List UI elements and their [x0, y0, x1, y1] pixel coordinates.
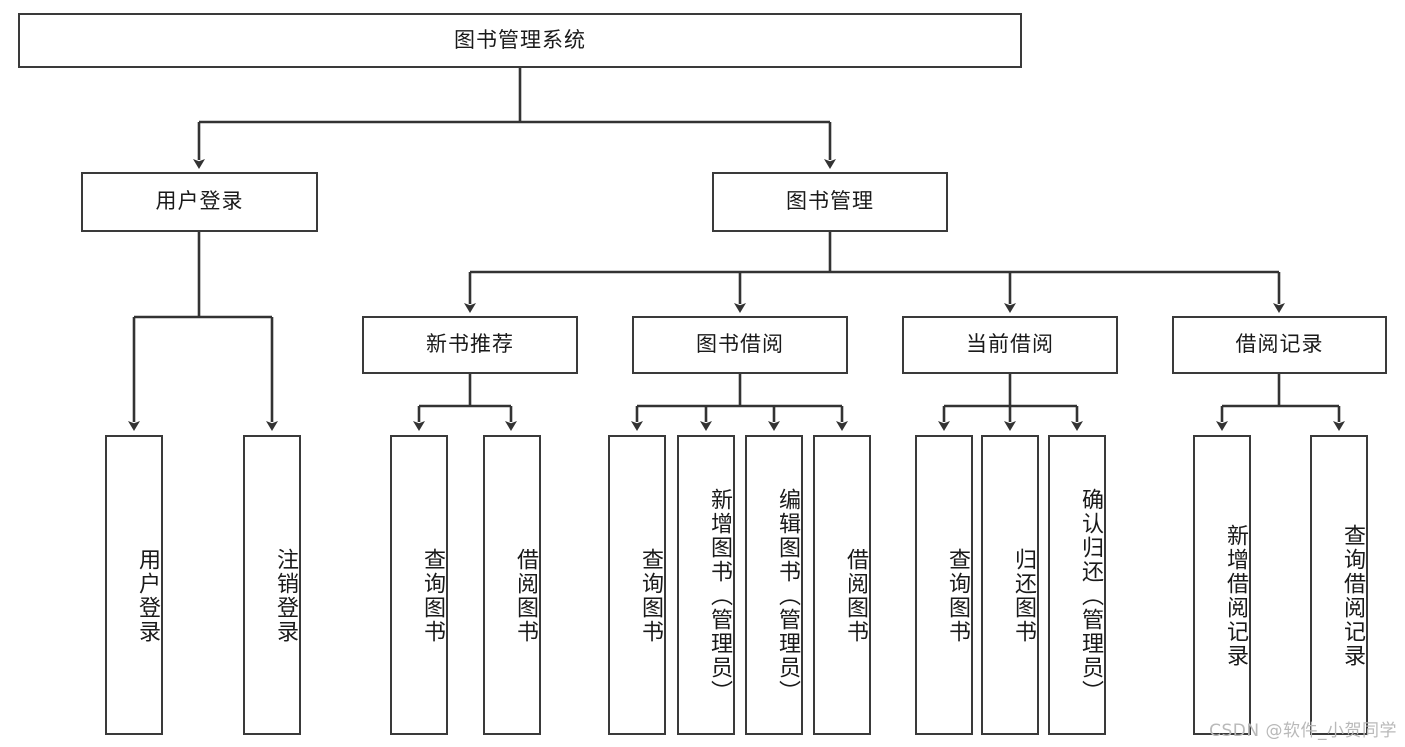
- node-root-label: 图书管理系统: [454, 27, 586, 52]
- node-leaf-logout-label: 注销登录: [273, 548, 298, 644]
- node-leaf-query-record[interactable]: 查询借阅记录: [1310, 435, 1368, 735]
- node-leaf-borrow-book-2[interactable]: 借阅图书: [813, 435, 871, 735]
- node-leaf-query-book-2-label: 查询图书: [638, 548, 663, 644]
- node-leaf-add-book[interactable]: 新增图书（管理员）: [677, 435, 735, 735]
- node-current-borrow[interactable]: 当前借阅: [902, 316, 1118, 374]
- node-leaf-edit-book-label: 编辑图书（管理员）: [775, 488, 800, 704]
- node-leaf-user-login[interactable]: 用户登录: [105, 435, 163, 735]
- node-root[interactable]: 图书管理系统: [18, 13, 1022, 68]
- node-leaf-query-book-1[interactable]: 查询图书: [390, 435, 448, 735]
- node-current-borrow-label: 当前借阅: [966, 332, 1054, 357]
- node-leaf-query-book-3-label: 查询图书: [945, 548, 970, 644]
- node-book-borrow[interactable]: 图书借阅: [632, 316, 848, 374]
- node-leaf-edit-book[interactable]: 编辑图书（管理员）: [745, 435, 803, 735]
- node-leaf-confirm-return-label: 确认归还（管理员）: [1078, 488, 1103, 704]
- node-book-borrow-label: 图书借阅: [696, 332, 784, 357]
- node-borrow-record-label: 借阅记录: [1235, 332, 1324, 357]
- node-leaf-query-book-3[interactable]: 查询图书: [915, 435, 973, 735]
- node-leaf-query-book-2[interactable]: 查询图书: [608, 435, 666, 735]
- node-leaf-return-book-label: 归还图书: [1011, 548, 1036, 644]
- node-leaf-query-book-1-label: 查询图书: [420, 548, 445, 644]
- node-leaf-user-login-label: 用户登录: [135, 548, 160, 644]
- node-leaf-query-record-label: 查询借阅记录: [1340, 524, 1365, 668]
- node-leaf-borrow-book-1[interactable]: 借阅图书: [483, 435, 541, 735]
- node-leaf-confirm-return[interactable]: 确认归还（管理员）: [1048, 435, 1106, 735]
- node-leaf-add-book-label: 新增图书（管理员）: [707, 488, 732, 704]
- node-leaf-add-record-label: 新增借阅记录: [1223, 524, 1248, 668]
- node-leaf-add-record[interactable]: 新增借阅记录: [1193, 435, 1251, 735]
- node-user-login[interactable]: 用户登录: [81, 172, 318, 232]
- node-book-management-label: 图书管理: [786, 189, 874, 214]
- node-leaf-borrow-book-1-label: 借阅图书: [513, 548, 538, 644]
- node-borrow-record[interactable]: 借阅记录: [1172, 316, 1387, 374]
- node-book-management[interactable]: 图书管理: [712, 172, 948, 232]
- node-new-book-recommend[interactable]: 新书推荐: [362, 316, 578, 374]
- node-leaf-borrow-book-2-label: 借阅图书: [843, 548, 868, 644]
- watermark-text: CSDN @软件_小贺同学: [1209, 721, 1397, 741]
- node-leaf-return-book[interactable]: 归还图书: [981, 435, 1039, 735]
- node-leaf-logout[interactable]: 注销登录: [243, 435, 301, 735]
- node-user-login-label: 用户登录: [155, 189, 244, 214]
- node-new-book-recommend-label: 新书推荐: [426, 332, 514, 357]
